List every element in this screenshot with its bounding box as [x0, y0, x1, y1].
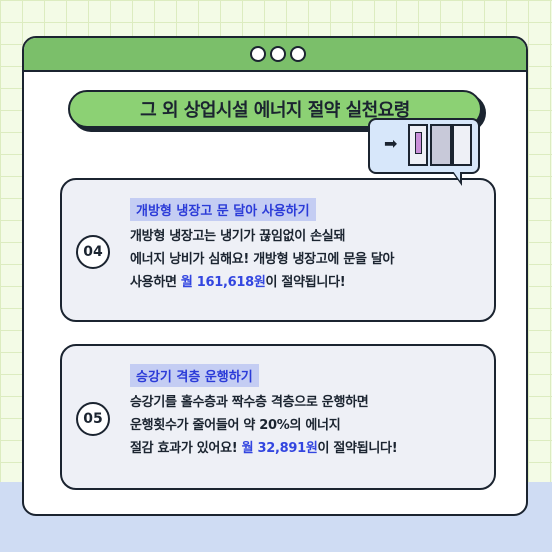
tip-card: 05 승강기 격층 운행하기 승강기를 홀수층과 짝수층 격층으로 운행하면 운…: [60, 344, 496, 490]
tip-card: 04 개방형 냉장고 문 달아 사용하기 개방형 냉장고는 냉기가 끊임없이 손…: [60, 178, 496, 322]
fridge-handle-icon: [415, 132, 422, 154]
tip-line: 운행횟수가 줄어들어 약 20%의 에너지: [130, 418, 341, 433]
tip-body: 개방형 냉장고 문 달아 사용하기 개방형 냉장고는 냉기가 끊임없이 손실돼 …: [130, 198, 482, 294]
tip-line: 승강기를 홀수층과 짝수층 격층으로 운행하면: [130, 395, 369, 410]
tip-body: 승강기 격층 운행하기 승강기를 홀수층과 짝수층 격층으로 운행하면 운행횟수…: [130, 364, 482, 460]
bubble-tail-inner: [453, 171, 460, 181]
tip-line: 사용하면 월 161,618원이 절약됩니다!: [130, 271, 482, 294]
circle-icon: [290, 46, 306, 62]
window-frame: 그 외 상업시설 에너지 절약 실천요령 04 개방형 냉장고 문 달아 사용하…: [22, 36, 528, 516]
tip-number-badge: 05: [76, 402, 110, 436]
tip-title: 승강기 격층 운행하기: [130, 364, 259, 387]
window-titlebar: [24, 38, 526, 72]
tip-line-text: 이 절약됩니다!: [317, 441, 398, 456]
tip-line: 에너지 낭비가 심해요! 개방형 냉장고에 문을 달아: [130, 252, 395, 267]
fridge-door-icon: [430, 124, 452, 166]
arrow-right-icon: ➡: [384, 134, 398, 153]
tip-number: 05: [83, 411, 103, 427]
tip-number: 04: [83, 244, 103, 260]
circle-icon: [250, 46, 266, 62]
page-title: 그 외 상업시설 에너지 절약 실천요령: [68, 90, 482, 128]
tip-line: 개방형 냉장고는 냉기가 끊임없이 손실돼: [130, 229, 346, 244]
savings-amount: 월 32,891원: [241, 441, 318, 456]
tip-line-text: 이 절약됩니다!: [265, 275, 346, 290]
tip-line: 절감 효과가 있어요! 월 32,891원이 절약됩니다!: [130, 437, 482, 460]
savings-amount: 월 161,618원: [180, 275, 266, 290]
tip-line-text: 절감 효과가 있어요!: [130, 441, 242, 456]
fridge-door-icon: [452, 124, 472, 166]
tip-number-badge: 04: [76, 235, 110, 269]
tip-description: 승강기를 홀수층과 짝수층 격층으로 운행하면 운행횟수가 줄어들어 약 20%…: [130, 391, 482, 460]
tip-line-text: 사용하면: [130, 275, 181, 290]
tip-description: 개방형 냉장고는 냉기가 끊임없이 손실돼 에너지 낭비가 심해요! 개방형 냉…: [130, 225, 482, 294]
tip-title: 개방형 냉장고 문 달아 사용하기: [130, 198, 316, 221]
page-title-text: 그 외 상업시설 에너지 절약 실천요령: [140, 100, 410, 121]
circle-icon: [270, 46, 286, 62]
